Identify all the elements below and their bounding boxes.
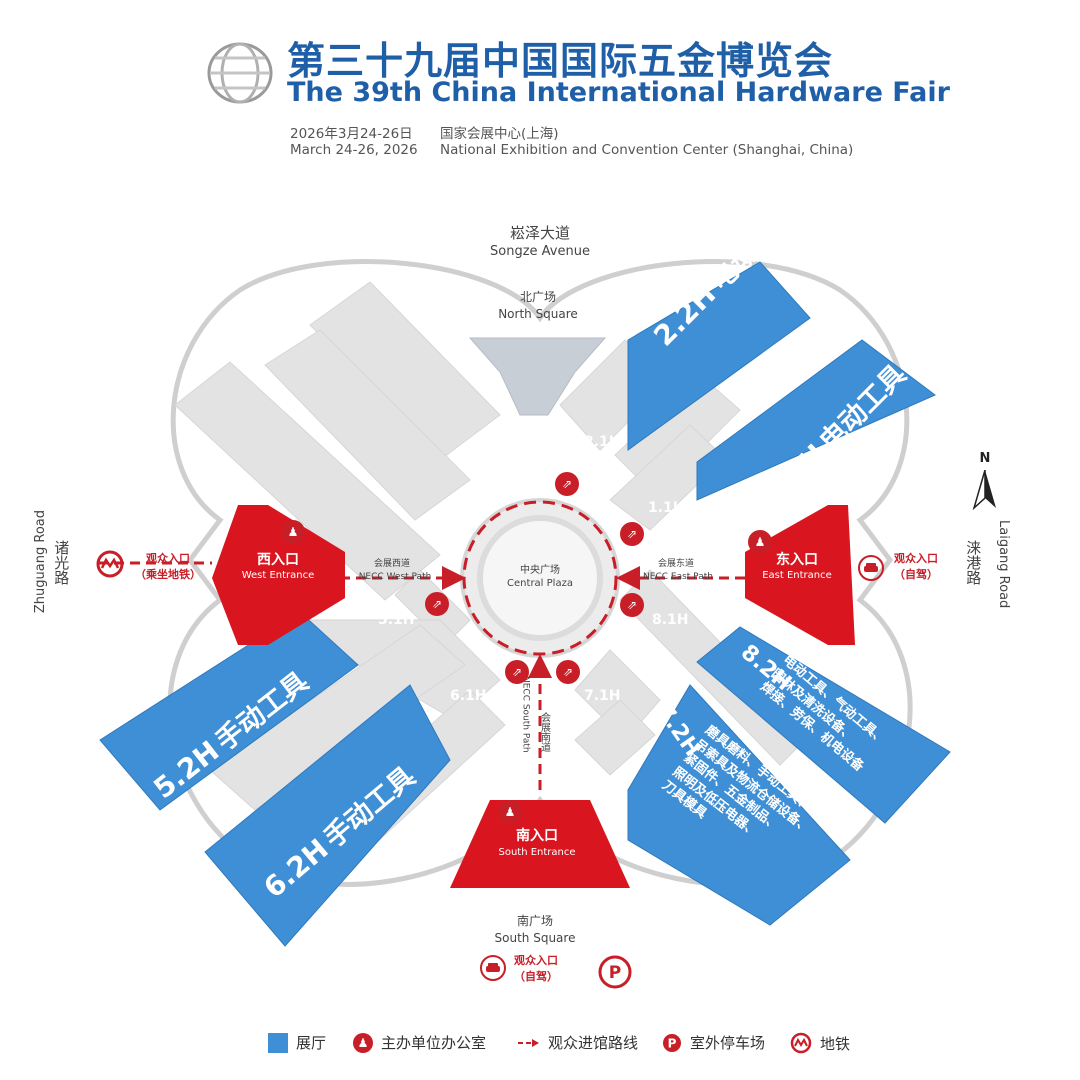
west-entrance-building	[212, 505, 345, 645]
south-entrance-building	[450, 800, 630, 888]
south-entrance-en: South Entrance	[498, 847, 576, 858]
legend-route: 观众进馆路线	[518, 1032, 638, 1053]
legend-parking-label: 室外停车场	[690, 1034, 766, 1052]
escalator-icon-s1: ⇗	[505, 660, 529, 684]
hall-swatch-icon	[268, 1032, 288, 1053]
office-icon-south: ♟	[498, 800, 522, 824]
title-cn: 第三十九届中国国际五金博览会	[287, 39, 834, 83]
east-path-cn: 会展东道	[657, 559, 695, 569]
legend: 展厅 ♟ 主办单位办公室 观众进馆路线 P 室外停车场 地铁	[0, 1032, 1080, 1062]
hall-7-2h	[627, 684, 851, 926]
hall-2-2h	[627, 261, 811, 451]
north-arrow-icon	[972, 470, 996, 510]
west-path-cn: 会展西道	[373, 559, 411, 569]
car-icon-south	[480, 955, 506, 981]
car-icon-east	[858, 555, 884, 581]
hall-1-1h-label: 1.1H	[648, 500, 685, 516]
parking-legend-icon: P	[663, 1033, 681, 1052]
east-path-en: NECC East Path	[643, 572, 713, 582]
west-path-en: NECC West Path	[358, 572, 432, 582]
south-square-en: South Square	[494, 931, 576, 945]
north-square-en: North Square	[498, 307, 578, 321]
legend-route-label: 观众进馆路线	[548, 1034, 639, 1052]
south-path-cn: 会展南道	[538, 712, 550, 752]
visitor-east-line2: （自驾）	[894, 568, 938, 581]
hall-1-2h	[696, 339, 936, 501]
escalator-icon-sw: ⇗	[425, 592, 449, 616]
hall-5-1h-label: 5.1H	[378, 612, 415, 628]
road-east-cn: 涞港路	[964, 540, 983, 585]
hall-8-1h-label: 8.1H	[652, 612, 689, 628]
legend-metro-label: 地铁	[820, 1034, 851, 1053]
escalator-icon-se: ⇗	[620, 593, 644, 617]
svg-text:P: P	[668, 1036, 677, 1050]
visitor-routes	[98, 561, 745, 790]
venue-cn: 国家会展中心(上海)	[440, 126, 559, 142]
hall-6-1h-label: 6.1H	[450, 688, 487, 704]
svg-text:P: P	[609, 963, 621, 983]
route-arrow-icon	[518, 1038, 539, 1047]
escalator-icon-ne: ⇗	[620, 522, 644, 546]
west-entrance-en: West Entrance	[241, 570, 315, 581]
office-icon-east: ♟	[748, 530, 772, 554]
legend-parking: P 室外停车场	[662, 1032, 765, 1053]
office-icon-west: ♟	[281, 520, 305, 544]
visitor-west-line2: （乘坐地铁）	[135, 568, 201, 581]
east-entrance-cn: 东入口	[776, 552, 818, 568]
legend-hall-label: 展厅	[296, 1034, 327, 1052]
fair-logo	[207, 42, 273, 104]
legend-office: ♟ 主办单位办公室	[353, 1032, 486, 1053]
compass-label: N	[979, 451, 991, 466]
hall-8-2h	[696, 626, 951, 824]
visitor-west-line1: 观众入口	[146, 552, 190, 565]
central-plaza-en: Central Plaza	[507, 578, 573, 589]
road-west-cn: 诸光路	[52, 540, 71, 585]
hall-5-2h	[99, 611, 359, 811]
north-square-cn: 北广场	[519, 290, 557, 304]
venue-en: National Exhibition and Convention Cente…	[440, 142, 854, 158]
east-entrance-en: East Entrance	[762, 570, 832, 581]
west-entrance-cn: 西入口	[257, 552, 299, 568]
metro-legend-icon	[790, 1032, 812, 1054]
hall-6-2h	[204, 684, 451, 947]
escalator-icon-n: ⇗	[555, 472, 579, 496]
hall-7-1h-label: 7.1H	[584, 688, 621, 704]
legend-hall: 展厅	[268, 1032, 326, 1053]
date-cn: 2026年3月24-26日	[290, 126, 413, 142]
north-square-building	[468, 337, 607, 416]
east-entrance-building	[745, 505, 855, 645]
title-en: The 39th China International Hardware Fa…	[287, 77, 950, 108]
south-entrance-cn: 南入口	[516, 828, 558, 844]
legend-office-label: 主办单位办公室	[381, 1034, 487, 1052]
metro-icon-west	[96, 550, 124, 578]
hall-2-1h-label: 2.1H	[584, 434, 621, 450]
road-north-en: Songze Avenue	[490, 244, 590, 259]
visitor-south-line2: （自驾）	[514, 970, 558, 983]
visitor-east-line1: 观众入口	[894, 552, 938, 565]
south-path-en: NECC South Path	[520, 676, 531, 753]
visitor-south-line1: 观众入口	[514, 954, 558, 967]
road-west-en: Zhuguang Road	[33, 510, 48, 614]
road-east-en: Laigang Road	[995, 520, 1011, 609]
escalator-icon-s2: ⇗	[556, 660, 580, 684]
office-icon: ♟	[353, 1032, 373, 1053]
south-square-cn: 南广场	[516, 914, 554, 928]
date-en: March 24-26, 2026	[290, 142, 418, 158]
parking-icon: P	[598, 955, 632, 989]
central-plaza-cn: 中央广场	[520, 565, 560, 576]
road-north-cn: 崧泽大道	[509, 224, 571, 242]
legend-metro: 地铁	[790, 1032, 850, 1054]
